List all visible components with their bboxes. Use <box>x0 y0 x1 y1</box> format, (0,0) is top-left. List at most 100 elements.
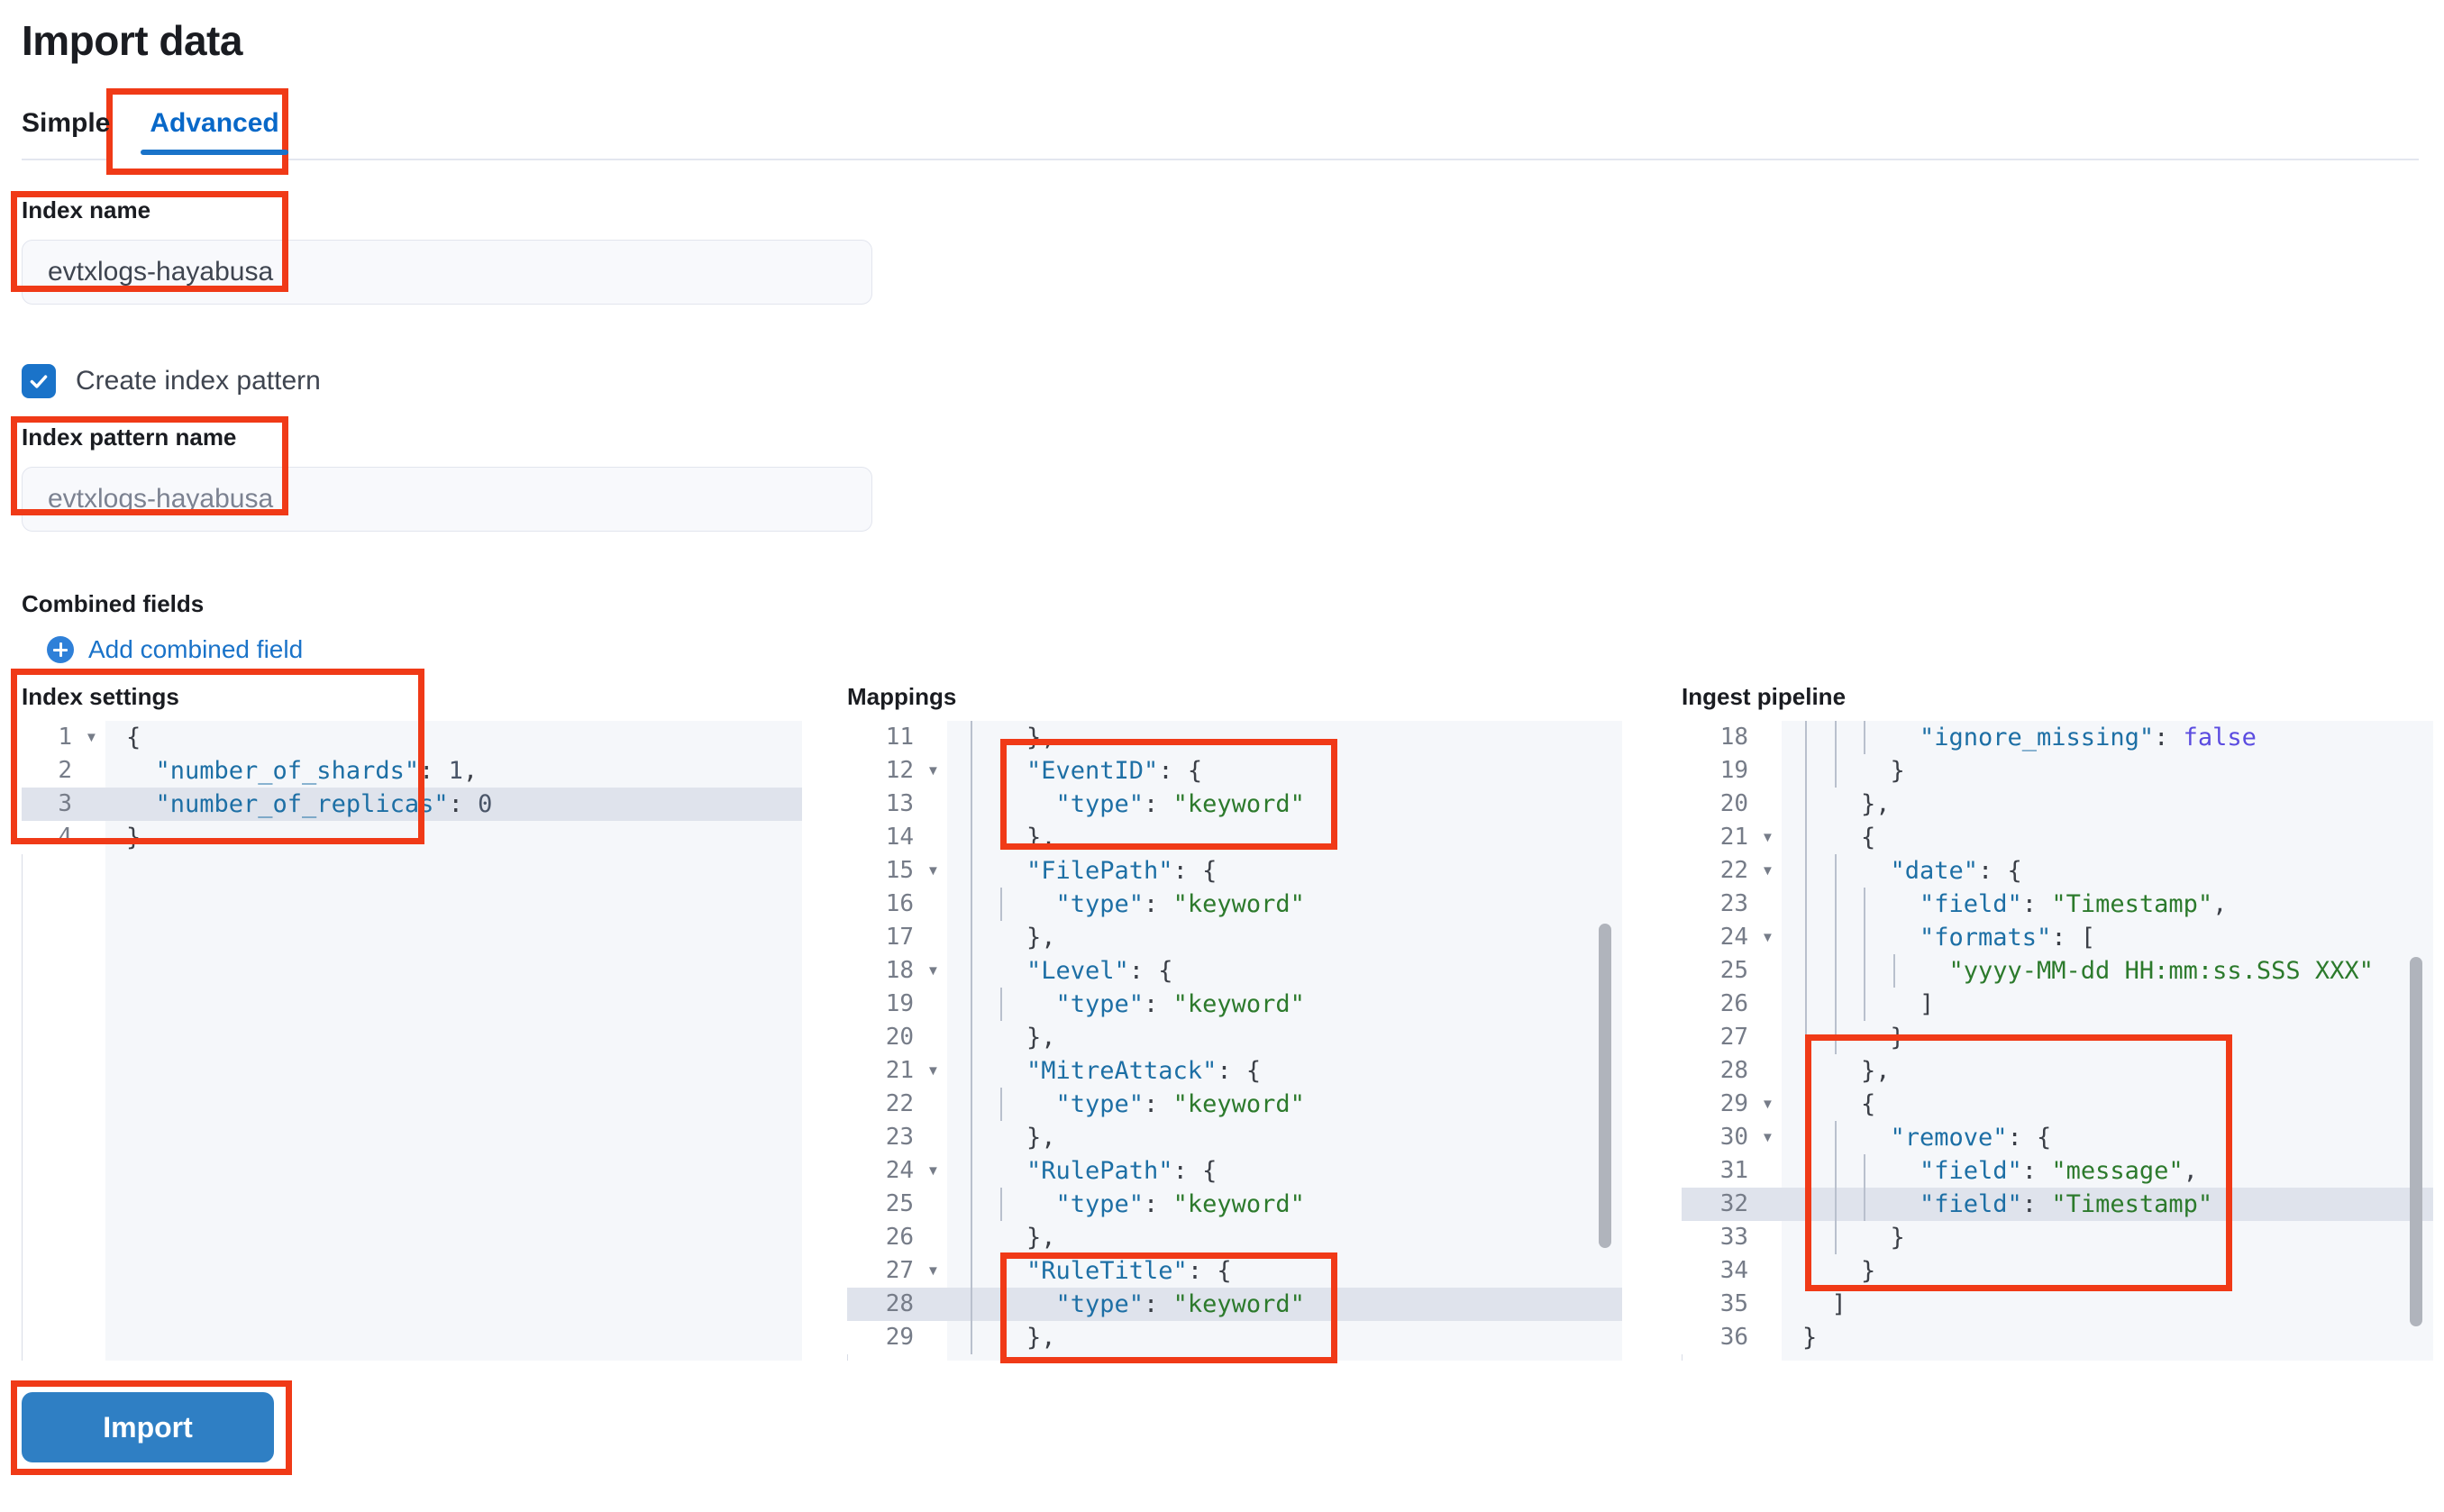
create-index-pattern-row[interactable]: Create index pattern <box>22 364 321 398</box>
code-line[interactable]: 20}, <box>847 1021 1622 1054</box>
index-name-label: Index name <box>22 196 151 223</box>
add-combined-field-button[interactable]: Add combined field <box>47 635 303 664</box>
index-name-input[interactable] <box>22 240 872 305</box>
code-line[interactable]: 26] <box>1682 988 2433 1021</box>
code-text: }, <box>1861 790 1891 818</box>
code-line[interactable]: 12▼"EventID": { <box>847 754 1622 788</box>
code-line[interactable]: 27} <box>1682 1021 2433 1054</box>
fold-toggle-icon[interactable]: ▼ <box>926 1263 940 1279</box>
indent-guide <box>1864 721 1865 754</box>
code-text: "number_of_replicas": 0 <box>155 790 493 818</box>
checkbox-checked-icon[interactable] <box>22 364 56 398</box>
import-button[interactable]: Import <box>22 1392 274 1462</box>
code-line[interactable]: 33} <box>1682 1221 2433 1254</box>
code-line[interactable]: 31"field": "message", <box>1682 1154 2433 1188</box>
code-text: "date": { <box>1890 857 2022 885</box>
code-text: { <box>1861 824 1876 852</box>
fold-toggle-icon[interactable]: ▼ <box>1761 1097 1774 1112</box>
code-line[interactable]: 22"type": "keyword" <box>847 1088 1622 1121</box>
tab-advanced[interactable]: Advanced <box>130 108 298 155</box>
code-text: ] <box>1831 1290 1847 1318</box>
code-line[interactable]: 15▼"FilePath": { <box>847 854 1622 888</box>
code-line[interactable]: 28}, <box>1682 1054 2433 1088</box>
code-line[interactable]: 29}, <box>847 1321 1622 1354</box>
combined-fields-label: Combined fields <box>22 590 205 617</box>
code-line[interactable]: 26}, <box>847 1221 1622 1254</box>
code-line[interactable]: 28"type": "keyword" <box>847 1288 1622 1321</box>
code-line[interactable]: 30▼"remove": { <box>1682 1121 2433 1154</box>
index-settings-editor[interactable]: 1▼{2"number_of_shards": 1,3 "number_of_re… <box>22 721 802 1361</box>
editor-scrollbar[interactable] <box>2410 957 2422 1326</box>
code-line[interactable]: 17}, <box>847 921 1622 954</box>
tab-simple[interactable]: Simple <box>22 108 130 155</box>
fold-toggle-icon[interactable]: ▼ <box>926 963 940 979</box>
fold-toggle-icon[interactable]: ▼ <box>926 1163 940 1179</box>
indent-guide <box>1805 788 1807 821</box>
code-line[interactable]: 19} <box>1682 754 2433 788</box>
fold-toggle-icon[interactable]: ▼ <box>1761 1130 1774 1145</box>
line-number: 35 <box>1682 1288 1757 1321</box>
line-number: 23 <box>847 1121 923 1154</box>
code-line[interactable]: 24▼"formats": [ <box>1682 921 2433 954</box>
code-line[interactable]: 22▼"date": { <box>1682 854 2433 888</box>
fold-toggle-icon[interactable]: ▼ <box>1761 863 1774 879</box>
indent-guide <box>1834 954 1837 988</box>
line-number: 33 <box>1682 1221 1757 1254</box>
indent-guide <box>971 721 972 754</box>
code-line[interactable]: 3 "number_of_replicas": 0 <box>22 788 802 821</box>
line-number: 32 <box>1682 1188 1757 1221</box>
indent-guide <box>971 1321 972 1354</box>
code-line[interactable]: 1▼{ <box>22 721 802 754</box>
indent-guide <box>1805 988 1807 1021</box>
line-number: 22 <box>847 1088 923 1121</box>
code-line[interactable]: 36} <box>1682 1321 2433 1354</box>
code-rows: 1▼{2"number_of_shards": 1,3 "number_of_re… <box>22 721 802 854</box>
code-line[interactable]: 24▼"RulePath": { <box>847 1154 1622 1188</box>
code-line[interactable]: 32"field": "Timestamp" <box>1682 1188 2433 1221</box>
code-line[interactable]: 19"type": "keyword" <box>847 988 1622 1021</box>
code-line[interactable]: 35] <box>1682 1288 2433 1321</box>
indent-guide <box>1834 721 1837 754</box>
indent-guide <box>1805 921 1807 954</box>
code-line[interactable]: 34} <box>1682 1254 2433 1288</box>
code-line[interactable]: 21▼"MitreAttack": { <box>847 1054 1622 1088</box>
fold-toggle-icon[interactable]: ▼ <box>1761 930 1774 945</box>
fold-toggle-icon[interactable]: ▼ <box>926 763 940 779</box>
code-line[interactable]: 21▼{ <box>1682 821 2433 854</box>
code-line[interactable]: 2"number_of_shards": 1, <box>22 754 802 788</box>
code-line[interactable]: 13"type": "keyword" <box>847 788 1622 821</box>
indent-guide <box>1864 988 1865 1021</box>
code-line[interactable]: 27▼"RuleTitle": { <box>847 1254 1622 1288</box>
index-pattern-name-input[interactable] <box>22 467 872 532</box>
code-line[interactable]: 23}, <box>847 1121 1622 1154</box>
code-line[interactable]: 16"type": "keyword" <box>847 888 1622 921</box>
line-number: 30 <box>1682 1121 1757 1154</box>
fold-toggle-icon[interactable]: ▼ <box>926 1063 940 1079</box>
editor-scrollbar[interactable] <box>1599 924 1611 1248</box>
code-line[interactable]: 20}, <box>1682 788 2433 821</box>
code-line[interactable]: 4} <box>22 821 802 854</box>
line-number: 24 <box>847 1154 923 1188</box>
code-text: "type": "keyword" <box>1055 1190 1305 1218</box>
code-line[interactable]: 18"ignore_missing": false <box>1682 721 2433 754</box>
code-line[interactable]: 18▼"Level": { <box>847 954 1622 988</box>
indent-guide <box>971 854 972 888</box>
code-line[interactable]: 29▼{ <box>1682 1088 2433 1121</box>
code-line[interactable]: 23"field": "Timestamp", <box>1682 888 2433 921</box>
fold-toggle-icon[interactable]: ▼ <box>85 730 98 745</box>
code-line[interactable]: 11}, <box>847 721 1622 754</box>
line-number: 3 <box>22 788 81 821</box>
code-text: }, <box>1026 1124 1056 1152</box>
indent-guide <box>971 821 972 854</box>
indent-guide <box>971 754 972 788</box>
fold-toggle-icon[interactable]: ▼ <box>926 863 940 879</box>
mappings-editor[interactable]: 11},12▼"EventID": {13"type": "keyword"14… <box>847 721 1622 1361</box>
line-number: 29 <box>847 1321 923 1354</box>
fold-toggle-icon[interactable]: ▼ <box>1761 830 1774 845</box>
code-line[interactable]: 25"yyyy-MM-dd HH:mm:ss.SSS XXX" <box>1682 954 2433 988</box>
indent-guide <box>1805 888 1807 921</box>
code-line[interactable]: 25"type": "keyword" <box>847 1188 1622 1221</box>
code-line[interactable]: 14}, <box>847 821 1622 854</box>
